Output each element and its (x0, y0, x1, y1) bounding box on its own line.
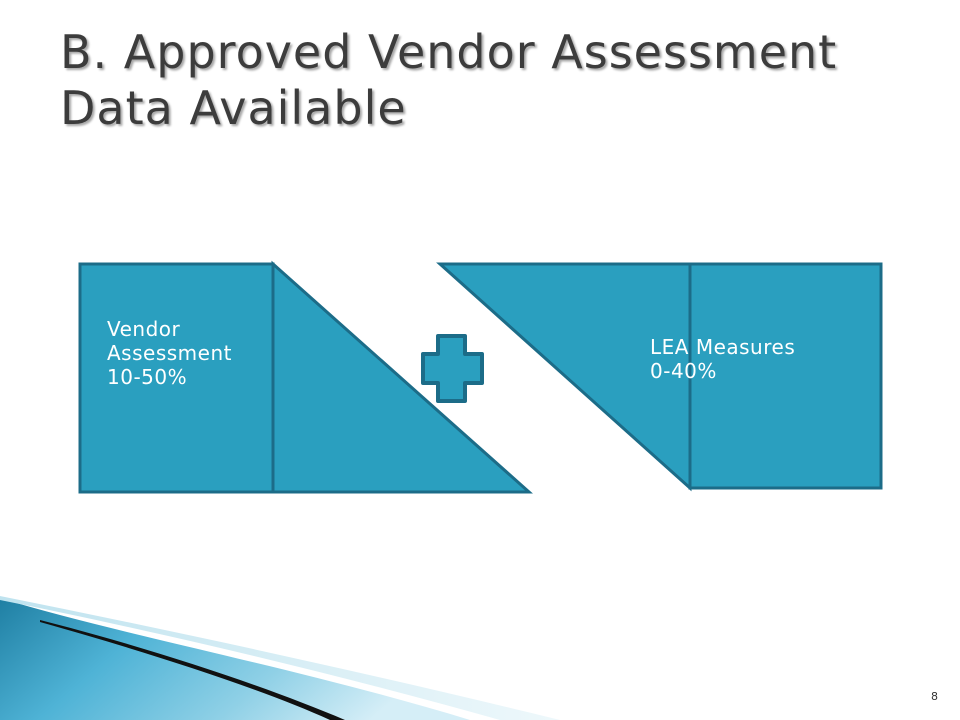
page-number: 8 (931, 690, 938, 703)
slide-title-line-2: Data Available (60, 81, 407, 135)
vendor-label-line-3: 10-50% (107, 365, 188, 389)
lea-measures-label: LEA Measures 0-40% (650, 335, 795, 383)
decorative-swoosh (0, 596, 560, 720)
plus-icon (421, 334, 484, 403)
lea-label-line-2: 0-40% (650, 359, 717, 383)
vendor-assessment-box (78, 262, 275, 494)
slide-title-line-1: B. Approved Vendor Assessment (60, 25, 838, 79)
vendor-assessment-label: Vendor Assessment 10-50% (107, 317, 232, 389)
lea-label-line-1: LEA Measures (650, 335, 796, 359)
lea-measures-box (688, 262, 883, 490)
vendor-label-line-1: Vendor (107, 317, 181, 341)
slide-title: B. Approved Vendor Assessment Data Avail… (60, 24, 920, 136)
vendor-triangle (271, 260, 533, 494)
vendor-label-line-2: Assessment (107, 341, 232, 365)
